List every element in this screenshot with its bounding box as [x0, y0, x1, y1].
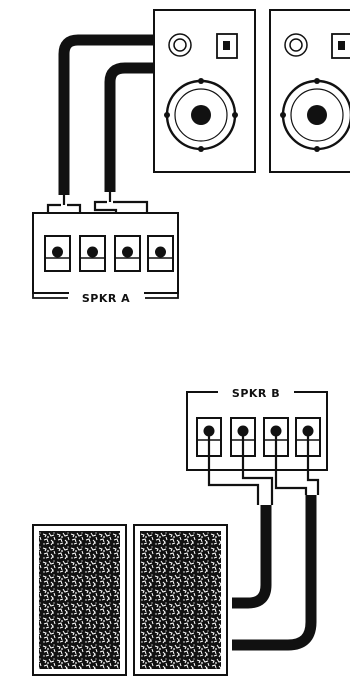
speaker-b-cable-right [232, 495, 317, 651]
level-knob-icon [216, 33, 238, 59]
speaker-b-label: SPKR B [232, 387, 280, 400]
speaker-right-grille [133, 524, 228, 676]
speaker-a-label: SPKR A [82, 292, 130, 305]
speaker-b-cable-left [232, 505, 272, 609]
terminal-a4 [147, 235, 174, 272]
terminal-a1 [44, 235, 71, 272]
terminal-a3 [114, 235, 141, 272]
speaker-b-wires [207, 436, 320, 505]
woofer-icon [164, 78, 238, 152]
speaker-right-open [269, 9, 350, 173]
speaker-left-open [153, 9, 256, 173]
tweeter-icon [284, 33, 308, 57]
terminal-a2 [79, 235, 106, 272]
tweeter-icon [168, 33, 192, 57]
speaker-left-grille [32, 524, 127, 676]
level-knob-icon [331, 33, 350, 59]
terminal-block-speaker-a: SPKR A [32, 212, 179, 306]
woofer-icon [280, 78, 350, 152]
